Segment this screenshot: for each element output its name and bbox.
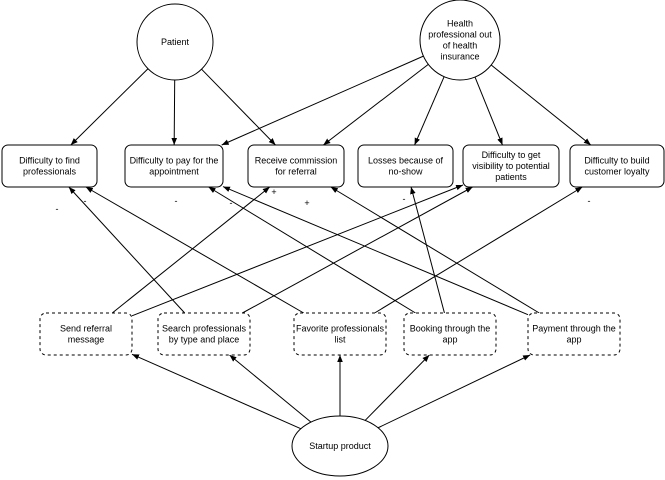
actor-label-line: professional out xyxy=(428,30,492,40)
edge-f3-to-p1 xyxy=(85,186,304,314)
actor-label-line: Patient xyxy=(161,37,190,47)
feature-shape xyxy=(527,312,621,356)
feature-shape xyxy=(293,312,387,356)
polarity-mark: - xyxy=(403,194,406,204)
edge-f2-to-p5 xyxy=(242,186,473,314)
edge-patient-to-p2 xyxy=(171,79,178,146)
edge-f4-to-p2 xyxy=(208,186,416,314)
edge-startup-to-f4 xyxy=(364,354,430,421)
problem-label-line: appointment xyxy=(149,167,199,177)
problem-shape xyxy=(247,144,345,188)
edge-health_professional-to-p5 xyxy=(474,76,503,146)
edge-f3-to-p6 xyxy=(374,186,583,314)
problem-label-line: visibility to potential xyxy=(472,161,550,171)
feature-label-line: Payment through the xyxy=(532,324,616,334)
edge-startup-to-f2 xyxy=(229,354,312,423)
edge-f5-to-p3 xyxy=(330,186,540,314)
polarity-mark: - xyxy=(84,196,87,206)
edge-f5-to-p2 xyxy=(222,186,529,316)
edge-startup-to-f1 xyxy=(131,353,301,430)
edges-layer xyxy=(68,55,592,430)
feature-label-line: Send referral xyxy=(60,324,112,334)
actor-label-line: of health xyxy=(443,41,478,51)
feature-shape xyxy=(157,312,251,356)
edge-f1-to-p5 xyxy=(131,184,464,317)
actor-shape xyxy=(419,0,501,81)
edge-health_professional-to-p6 xyxy=(490,64,592,146)
actor-label-line: Health xyxy=(447,19,473,29)
problem-label-line: professionals xyxy=(23,167,77,177)
problem-label-line: no-show xyxy=(388,167,423,177)
problem-label-line: for referral xyxy=(275,167,317,177)
polarity-mark: - xyxy=(175,196,178,206)
feature-label-line: Booking through the xyxy=(410,324,491,334)
feature-shape xyxy=(403,312,497,356)
problem-shape xyxy=(462,144,560,188)
feature-label-line: app xyxy=(442,335,457,345)
feature-shape xyxy=(39,312,133,356)
actor-shape xyxy=(291,415,389,477)
edge-f4-to-p4 xyxy=(410,186,445,314)
actor-patient: Patient xyxy=(136,3,214,81)
feature-label-line: Favorite professionals xyxy=(296,324,385,334)
edge-patient-to-p3 xyxy=(201,68,276,146)
actor-label-line: insurance xyxy=(440,52,479,62)
edge-f1-to-p3 xyxy=(111,186,271,314)
problem-label-line: Losses because of xyxy=(368,156,444,166)
problem-shape xyxy=(124,144,224,188)
problem-label-line: customer loyalty xyxy=(584,167,650,177)
problem-label-line: patients xyxy=(495,172,527,182)
actor-label-line: Startup product xyxy=(309,441,371,451)
polarity-mark: + xyxy=(271,187,276,197)
polarity-marks-layer: - - - - + + - - xyxy=(56,187,591,214)
actor-startup: Startup product xyxy=(291,415,389,477)
edge-patient-to-p1 xyxy=(70,68,149,146)
polarity-mark: + xyxy=(304,198,309,208)
problem-shape xyxy=(569,144,665,188)
feature-label-line: by type and place xyxy=(169,335,240,345)
feature-label-line: list xyxy=(335,335,346,345)
problem-label-line: Difficulty to build xyxy=(584,156,649,166)
edge-f2-to-p1 xyxy=(68,186,186,314)
feature-label-line: app xyxy=(566,335,581,345)
edge-startup-to-f5 xyxy=(377,354,531,429)
edge-health_professional-to-p4 xyxy=(414,76,445,146)
edge-health_professional-to-p3 xyxy=(323,63,429,146)
polarity-mark: - xyxy=(230,198,233,208)
problem-label-line: Difficulty to find xyxy=(19,156,80,166)
actor-shape xyxy=(136,3,214,81)
feature-label-line: message xyxy=(68,335,105,345)
edge-health_professional-to-p2 xyxy=(221,55,424,146)
polarity-mark: - xyxy=(56,204,59,214)
problem-shape xyxy=(1,144,98,188)
problem-label-line: Difficulty to get xyxy=(482,150,541,160)
feature-label-line: Search professionals xyxy=(162,324,247,334)
problem-shape xyxy=(357,144,454,188)
problem-label-line: Difficulty to pay for the xyxy=(130,156,219,166)
problem-label-line: Receive commission xyxy=(255,156,338,166)
polarity-mark: - xyxy=(588,196,591,206)
